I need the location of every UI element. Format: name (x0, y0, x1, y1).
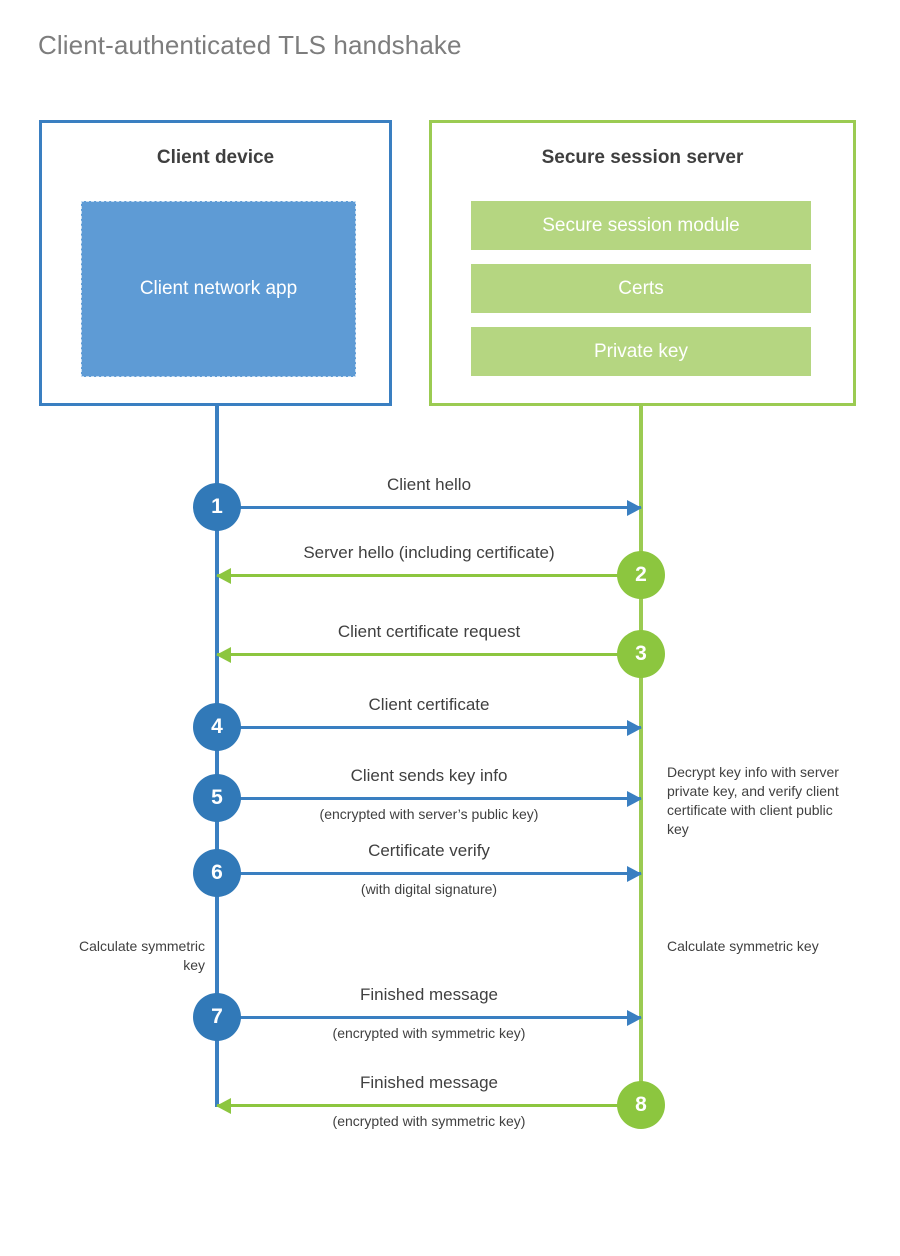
client-device-box: Client device Client network app (39, 120, 392, 406)
server-bar-secure-session-module: Secure session module (471, 201, 811, 250)
message-label-6: Certificate verify (368, 841, 490, 860)
message-line-6 (217, 872, 641, 875)
server-bar-private-key: Private key (471, 327, 811, 376)
message-line-8 (217, 1104, 641, 1107)
message-line-7 (217, 1016, 641, 1019)
step-bubble-2: 2 (617, 551, 665, 599)
step-bubble-3: 3 (617, 630, 665, 678)
arrow-right-icon (627, 866, 642, 882)
message-label-8: Finished message (360, 1073, 498, 1092)
note-server-decrypt: Decrypt key info with server private key… (667, 764, 839, 837)
arrow-right-icon (627, 791, 642, 807)
message-line-4 (217, 726, 641, 729)
message-label-5: Client sends key info (350, 766, 508, 785)
arrow-left-icon (216, 568, 231, 584)
message-line-3 (217, 653, 641, 656)
message-label-2: Server hello (including certificate) (303, 543, 555, 562)
message-label-7: Finished message (360, 985, 498, 1004)
message-sublabel-6: (with digital signature) (360, 881, 498, 897)
server-lifeline (639, 404, 643, 1107)
server-bar-certs: Certs (471, 264, 811, 313)
arrow-left-icon (216, 1098, 231, 1114)
note-server-calculate-symmetric-key: Calculate symmetric key (667, 938, 819, 954)
secure-session-server-title: Secure session server (541, 147, 744, 168)
client-network-app-block: Client network app (81, 201, 356, 377)
message-label-1: Client hello (386, 475, 472, 494)
step-bubble-7: 7 (193, 993, 241, 1041)
step-bubble-5: 5 (193, 774, 241, 822)
step-bubble-6: 6 (193, 849, 241, 897)
message-line-1 (217, 506, 641, 509)
message-sublabel-5: (encrypted with server’s public key) (319, 806, 539, 822)
arrow-right-icon (627, 1010, 642, 1026)
client-lifeline (215, 404, 219, 1107)
message-sublabel-7: (encrypted with symmetric key) (332, 1025, 526, 1041)
step-bubble-4: 4 (193, 703, 241, 751)
secure-session-server-box: Secure session server Secure session mod… (429, 120, 856, 406)
arrow-right-icon (627, 500, 642, 516)
message-line-5 (217, 797, 641, 800)
message-label-4: Client certificate (368, 695, 490, 714)
message-sublabel-8: (encrypted with symmetric key) (332, 1113, 526, 1129)
arrow-right-icon (627, 720, 642, 736)
message-line-2 (217, 574, 641, 577)
step-bubble-8: 8 (617, 1081, 665, 1129)
page-title: Client-authenticated TLS handshake (38, 30, 462, 60)
client-device-title: Client device (156, 147, 275, 168)
note-client-calculate-symmetric-key: Calculate symmetric key (78, 938, 205, 973)
message-label-3: Client certificate request (337, 622, 521, 641)
arrow-left-icon (216, 647, 231, 663)
step-bubble-1: 1 (193, 483, 241, 531)
